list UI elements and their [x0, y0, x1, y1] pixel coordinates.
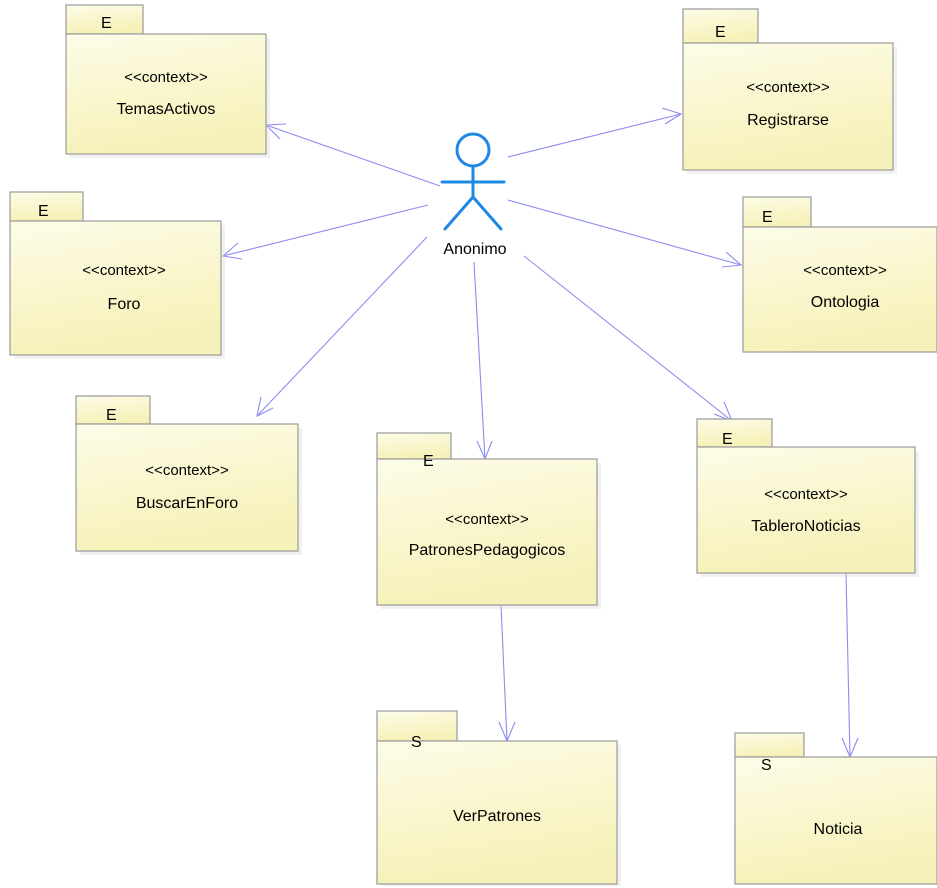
package-name: BuscarEnForo: [136, 495, 238, 512]
actor-figure-icon: [440, 132, 506, 231]
connector-actor-tableronoticias: [523, 255, 733, 422]
package-ontologia[interactable]: E <<context>> Ontologia: [742, 196, 937, 353]
arrowhead-ontologia: [721, 251, 743, 268]
connector-actor-ontologia: [507, 199, 742, 266]
package-letter: S: [761, 757, 772, 774]
connector-actor-registrarse: [507, 113, 682, 158]
package-name: VerPatrones: [453, 808, 541, 825]
package-letter: S: [411, 734, 422, 751]
package-letter: E: [423, 453, 434, 470]
package-temasactivos[interactable]: E <<context>> TemasActivos: [65, 4, 270, 158]
package-name: Registrarse: [747, 112, 829, 129]
package-stereotype: <<context>>: [803, 262, 887, 279]
arrowhead-buscarenforo: [256, 396, 274, 418]
package-verpatrones[interactable]: S VerPatrones: [376, 710, 621, 886]
connector-tablero-noticia: [845, 572, 851, 758]
package-noticia[interactable]: S Noticia: [734, 732, 937, 885]
package-letter: E: [715, 24, 726, 41]
package-foro[interactable]: E <<context>> Foro: [9, 191, 225, 359]
package-buscarenforo[interactable]: E <<context>> BuscarEnForo: [75, 395, 302, 555]
package-name: PatronesPedagogicos: [409, 542, 566, 559]
arrowhead-foro: [221, 242, 243, 260]
package-name: Ontologia: [811, 294, 880, 311]
connector-patrones-verpatrones: [500, 604, 508, 742]
package-stereotype: <<context>>: [124, 69, 208, 86]
package-stereotype: <<context>>: [82, 262, 166, 279]
package-letter: E: [106, 407, 117, 424]
package-stereotype: <<context>>: [145, 462, 229, 479]
package-stereotype: <<context>>: [764, 486, 848, 503]
arrowhead-registrarse: [661, 107, 683, 125]
connectors: [221, 107, 859, 759]
package-patronespedagogicos[interactable]: E <<context>> PatronesPedagogicos: [376, 432, 601, 609]
package-name: TableroNoticias: [751, 518, 860, 535]
package-name: Foro: [108, 296, 141, 313]
package-stereotype: <<context>>: [746, 79, 830, 96]
connector-actor-buscarenforo: [256, 236, 428, 417]
arrowhead-tableronoticias: [713, 401, 734, 422]
connector-actor-foro: [222, 204, 429, 257]
package-letter: E: [38, 203, 49, 220]
package-letter: E: [722, 431, 733, 448]
package-registrarse[interactable]: E <<context>> Registrarse: [682, 8, 897, 174]
actor-anonimo[interactable]: Anonimo: [440, 132, 507, 258]
package-tableronoticias[interactable]: E <<context>> TableroNoticias: [696, 418, 919, 577]
package-name: TemasActivos: [117, 101, 216, 118]
connector-actor-temasactivos: [265, 124, 441, 187]
package-name: Noticia: [814, 821, 863, 838]
package-letter: E: [101, 15, 112, 32]
actor-label: Anonimo: [443, 241, 506, 258]
package-stereotype: <<context>>: [445, 511, 529, 528]
package-letter: E: [762, 209, 773, 226]
connector-actor-patronespedagogicos: [473, 261, 486, 460]
